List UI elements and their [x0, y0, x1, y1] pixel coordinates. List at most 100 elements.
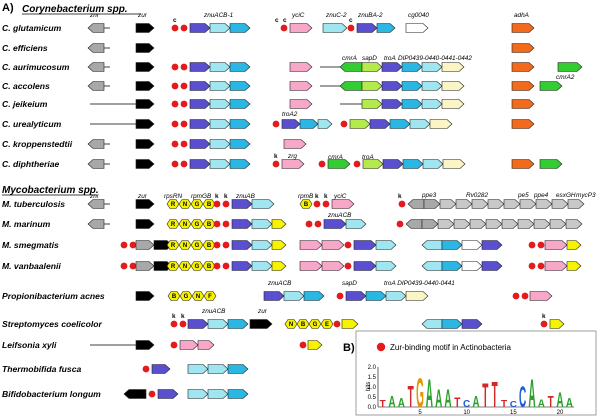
gene-arrow — [339, 62, 363, 72]
gene-arrow — [231, 240, 253, 250]
gene-arrow — [353, 261, 377, 271]
gene-arrow — [511, 62, 535, 72]
ribosomal-gene — [299, 199, 313, 209]
gene-arrow — [251, 199, 275, 209]
ribosomal-gene-letter: B — [207, 202, 212, 208]
gene-arrow — [421, 240, 443, 250]
logo-letter: T — [454, 394, 461, 410]
gene-arrow — [422, 159, 444, 169]
zur-binding-site — [318, 160, 326, 168]
ribosomal-gene-letter: G — [313, 322, 318, 328]
zur-binding-site — [537, 241, 545, 249]
logo-letter: A — [472, 393, 479, 411]
site-marker-c: c — [349, 17, 353, 24]
ribosomal-gene — [320, 319, 334, 329]
gene-arrow — [189, 119, 211, 129]
zur-binding-site — [142, 365, 150, 373]
zur-binding-site — [344, 241, 352, 249]
panel-b-label: B) — [343, 342, 355, 354]
gene-arrow — [503, 199, 521, 209]
site-marker-k: k — [324, 193, 328, 200]
gene-arrow — [405, 23, 429, 33]
ribosomal-gene-letter: N — [196, 294, 200, 300]
ribosomal-gene-letter: N — [183, 243, 187, 249]
gene-name-label: znr — [89, 12, 100, 19]
gene-arrow — [283, 291, 305, 301]
gene-name-label: rpmB — [298, 193, 314, 200]
gene-arrow — [251, 261, 273, 271]
section-corynebacterium: Corynebacterium spp. — [22, 4, 128, 15]
gene-arrow — [87, 199, 105, 209]
gene-arrow — [421, 62, 443, 72]
gene-arrow — [441, 261, 463, 271]
gene-arrow — [557, 62, 583, 72]
gene-row — [90, 119, 535, 129]
gene-arrow — [461, 319, 483, 329]
gene-arrow — [229, 23, 251, 33]
gene-arrow — [481, 240, 503, 250]
zur-binding-site — [171, 24, 179, 32]
gene-arrow — [135, 119, 155, 129]
gene-arrow — [385, 291, 407, 301]
gene-arrow — [151, 364, 171, 374]
gene-arrow — [361, 81, 383, 91]
zur-binding-site — [528, 241, 536, 249]
gene-arrow — [207, 364, 229, 374]
gene-arrow — [529, 291, 553, 301]
zur-binding-site — [180, 82, 188, 90]
gene-arrow — [421, 219, 439, 229]
site-marker-k: k — [542, 313, 546, 320]
gene-arrow — [207, 389, 229, 399]
gene-arrow — [469, 219, 487, 229]
zur-binding-site — [398, 200, 406, 208]
organism-label: M. marinum — [2, 219, 51, 229]
organism-label: M. tuberculosis — [2, 199, 65, 209]
gene-arrow — [87, 159, 105, 169]
gene-arrow — [209, 62, 231, 72]
gene-arrow — [289, 81, 313, 91]
gene-arrow — [209, 81, 231, 91]
gene-arrow — [437, 219, 455, 229]
logo-y-tick: 0.5 — [368, 395, 377, 401]
gene-arrow — [87, 62, 105, 72]
gene-arrow — [229, 99, 251, 109]
gene-arrow — [87, 81, 105, 91]
gene-name-label: sapD — [362, 55, 377, 62]
gene-arrow — [263, 291, 285, 301]
zur-binding-site — [347, 24, 355, 32]
organism-label: Thermobifida fusca — [2, 364, 81, 374]
site-marker-k: k — [315, 193, 319, 200]
gene-arrow — [549, 219, 567, 229]
gene-arrow — [429, 119, 453, 129]
gene-arrow — [207, 319, 229, 329]
gene-arrow — [365, 291, 387, 301]
gene-name-label: rpmGB — [191, 193, 212, 200]
gene-arrow — [401, 62, 423, 72]
gene-arrow — [441, 99, 465, 109]
gene-arrow — [281, 159, 305, 169]
gene-arrow — [157, 389, 179, 399]
zur-binding-site — [129, 262, 137, 270]
gene-arrow — [501, 219, 519, 229]
logo-letter: A — [528, 371, 535, 416]
zur-binding-site — [180, 160, 188, 168]
gene-arrow — [135, 139, 155, 149]
gene-arrow — [229, 139, 251, 149]
gene-arrow — [361, 99, 383, 109]
zur-binding-site — [222, 241, 230, 249]
logo-letter: T — [380, 399, 386, 410]
gene-arrow — [135, 81, 155, 91]
site-marker-c: c — [275, 17, 279, 24]
gene-name-label: znuACB — [201, 308, 226, 315]
gene-arrow — [135, 23, 155, 33]
gene-arrow — [135, 62, 155, 72]
gene-arrow — [349, 119, 371, 129]
gene-arrow — [231, 219, 253, 229]
zur-binding-site — [171, 140, 179, 148]
